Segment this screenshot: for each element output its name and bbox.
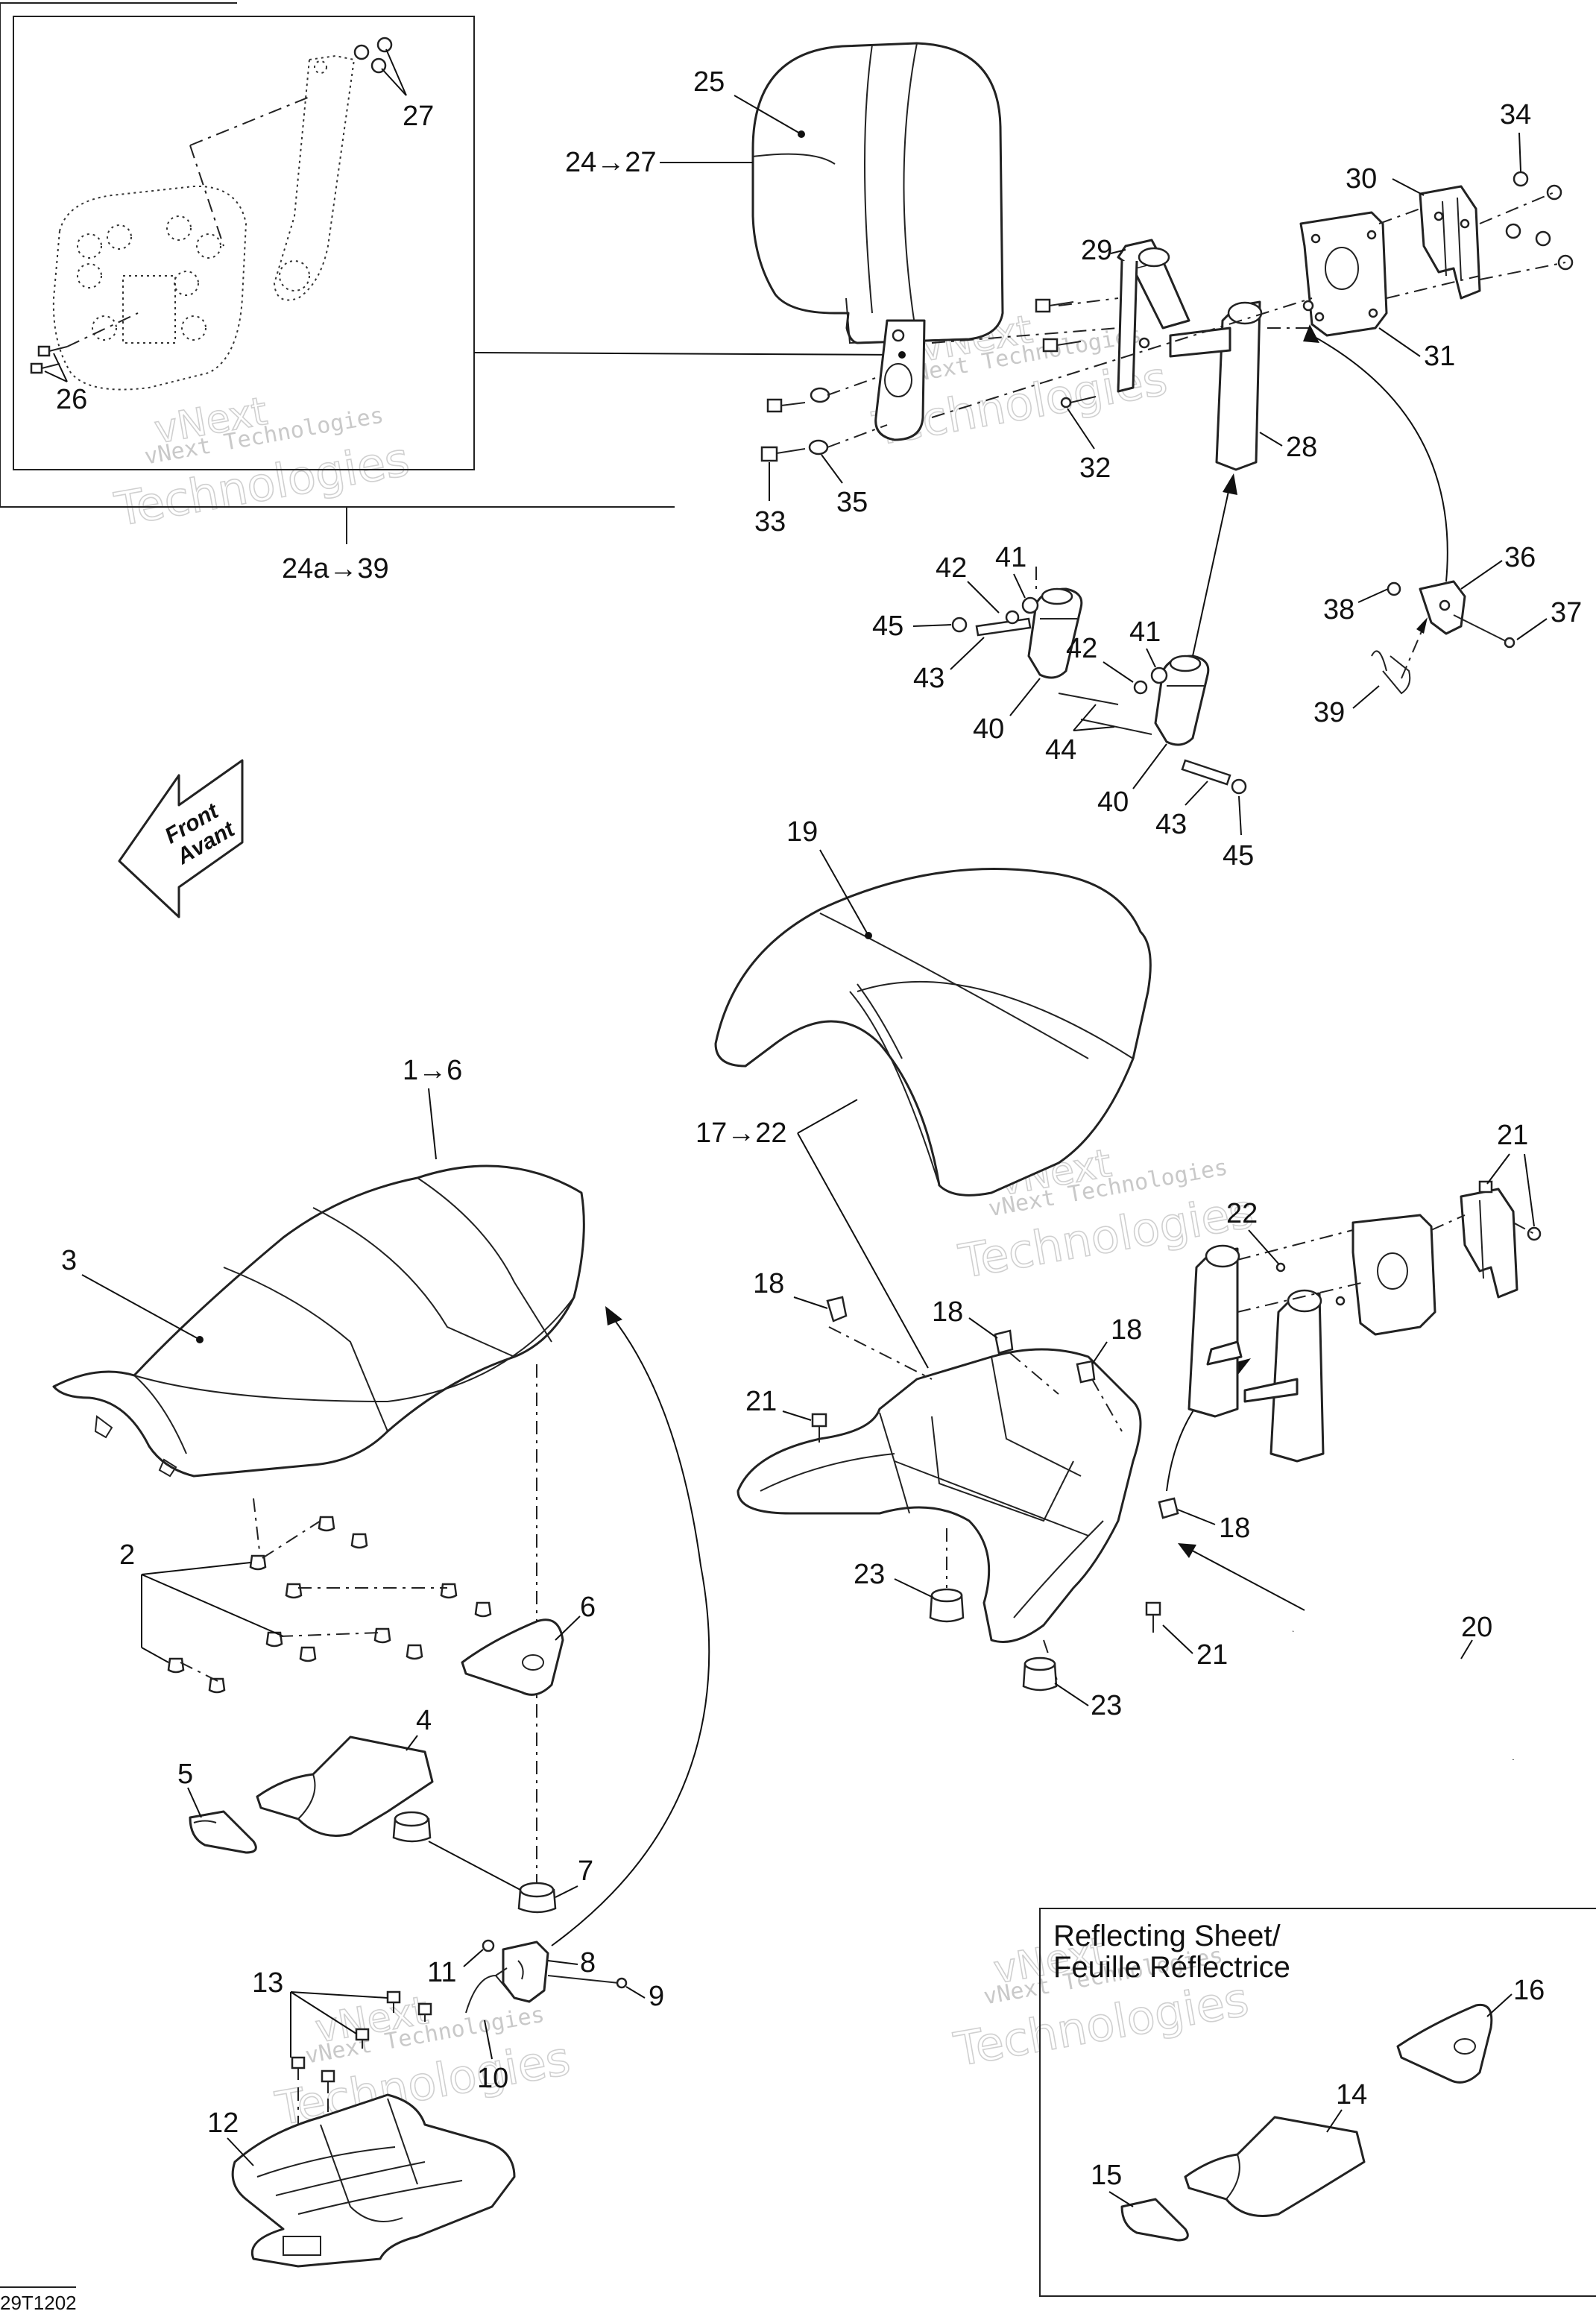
callout-21b: 21 [1196,1639,1228,1671]
callout-20: 20 [1461,1612,1492,1643]
backrest-frame-inset: 27 26 [0,2,901,544]
callout-36: 36 [1504,542,1536,573]
callout-1-6: 1→6 [403,1055,462,1086]
callout-12: 12 [207,2107,239,2139]
callout-2: 2 [119,1539,135,1571]
callout-18d: 18 [1219,1513,1250,1544]
nut-27-group [353,37,393,74]
callout-23a: 23 [854,1559,885,1590]
callout-16: 16 [1513,1975,1545,2006]
reflecting-sheet-title: Reflecting Sheet/ [1053,1920,1281,1952]
callout-5: 5 [177,1759,193,1790]
callout-30: 30 [1346,163,1377,195]
callout-24-27: 24→27 [565,147,657,178]
callout-41a: 41 [995,542,1026,573]
callout-8: 8 [580,1947,596,1979]
callout-17-22: 17→22 [696,1117,787,1149]
reflecting-sheet-5 [189,1810,257,1854]
callout-24a-39: 24a→39 [282,553,389,584]
bolt-26-group [30,312,139,374]
front-direction-arrow: Front Avant [118,759,244,918]
backrest-cushion [751,42,1004,441]
callout-44: 44 [1045,734,1076,766]
callout-40b: 40 [1097,786,1129,818]
callout-22: 22 [1226,1198,1258,1229]
seat-inserts-18 [826,1296,1179,1519]
callout-35: 35 [836,487,868,518]
bumpers-7 [392,1811,557,1914]
callout-42a: 42 [936,552,967,584]
callout-34: 34 [1500,99,1531,130]
callout-18a: 18 [753,1268,784,1299]
callout-40a: 40 [973,713,1004,745]
callout-29: 29 [1081,235,1112,266]
callout-37: 37 [1551,597,1582,628]
reflecting-sheet-title-fr: Feuille Réflectrice [1053,1951,1290,1984]
callout-18c: 18 [1111,1314,1142,1346]
callout-19: 19 [786,816,818,848]
latch-assembly [1371,580,1515,695]
callout-43b: 43 [1155,809,1187,840]
backrest-brackets [931,171,1574,471]
seat-rod [1178,1543,1522,1760]
rider-seat-cushion [52,1164,585,1478]
passenger-seat-cushion [714,868,1152,1197]
callout-43a: 43 [913,663,944,694]
reflector-6 [461,1618,564,1696]
callout-11: 11 [427,1957,456,1988]
callout-33: 33 [754,506,786,537]
watermark-top-left: vNext vNext Technologies Technologies [110,388,414,537]
drawing-code: 29T1202 [0,2292,77,2314]
callout-6: 6 [580,1592,596,1623]
passenger-seat-base [737,1326,1142,1686]
callout-45a: 45 [872,611,903,642]
reflecting-sheet-inset: Reflecting Sheet/ Feuille Réflectrice 16… [1039,1908,1596,2297]
callout-14: 14 [1336,2079,1367,2110]
callout-3: 3 [61,1245,77,1276]
storage-tray-12 [231,2093,516,2268]
callout-25: 25 [693,66,725,98]
reflecting-sheet-4 [256,1736,434,1837]
callout-27: 27 [403,101,434,132]
callout-41b: 41 [1129,617,1161,648]
callout-28: 28 [1286,432,1317,463]
backrest-posts [951,567,1247,795]
callout-38: 38 [1323,594,1354,625]
callout-10: 10 [477,2063,508,2094]
backrest-hardware [760,376,888,462]
callout-26: 26 [56,384,87,415]
callout-4: 4 [416,1705,432,1736]
callout-9: 9 [649,1981,664,2012]
callout-45b: 45 [1223,840,1254,871]
callout-7: 7 [578,1856,593,1887]
seat-latch [465,1939,628,2014]
bumpers-23 [929,1588,1058,1692]
callout-31: 31 [1424,341,1455,372]
callout-15: 15 [1091,2160,1122,2191]
callout-23b: 23 [1091,1690,1122,1721]
callout-39: 39 [1313,697,1345,728]
callout-42b: 42 [1066,633,1097,664]
passenger-brackets [1187,1180,1542,1463]
callout-32: 32 [1079,453,1111,484]
callout-21c: 21 [1497,1120,1528,1151]
grommets-2 [167,1516,492,1694]
callout-13: 13 [252,1967,283,1999]
callout-18b: 18 [932,1296,963,1328]
callout-21a: 21 [745,1386,777,1417]
